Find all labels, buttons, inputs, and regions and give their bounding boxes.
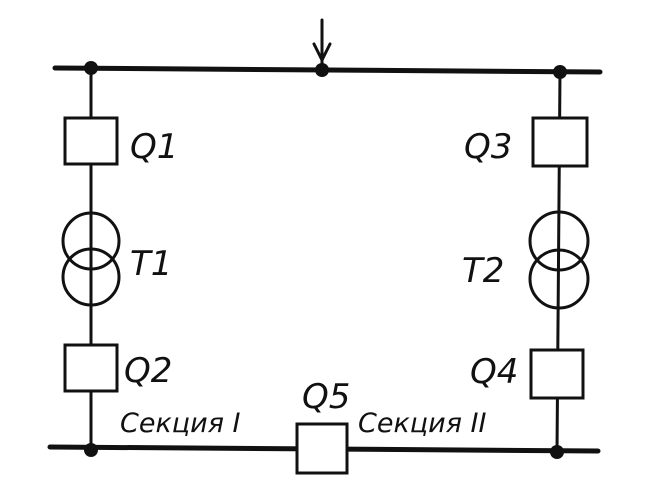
label-section-1: Секция I: [120, 408, 241, 439]
label-q1: Q1: [130, 127, 178, 167]
junction-right-bottom: [550, 445, 564, 459]
transformer-t1-upper-coil: [61, 211, 121, 271]
transformer-t1-lower-coil: [61, 247, 121, 307]
label-t1: T1: [130, 244, 172, 284]
breaker-q4: [529, 348, 585, 400]
label-q5: Q5: [302, 377, 350, 417]
breaker-q2: [63, 343, 119, 393]
junction-feed: [315, 63, 329, 77]
sectional-breaker-q5: [295, 422, 349, 475]
down-arrow-icon: [312, 18, 332, 68]
transformer-t2-upper-coil: [528, 210, 590, 272]
label-t2: T2: [462, 251, 504, 291]
label-q4: Q4: [470, 352, 518, 392]
breaker-q1: [63, 116, 119, 166]
label-q3: Q3: [464, 127, 512, 167]
transformer-t2-lower-coil: [528, 248, 590, 310]
label-q2: Q2: [124, 351, 172, 391]
junction-left-bottom: [84, 443, 98, 457]
label-section-2: Секция II: [358, 408, 486, 439]
breaker-q3: [531, 116, 589, 168]
